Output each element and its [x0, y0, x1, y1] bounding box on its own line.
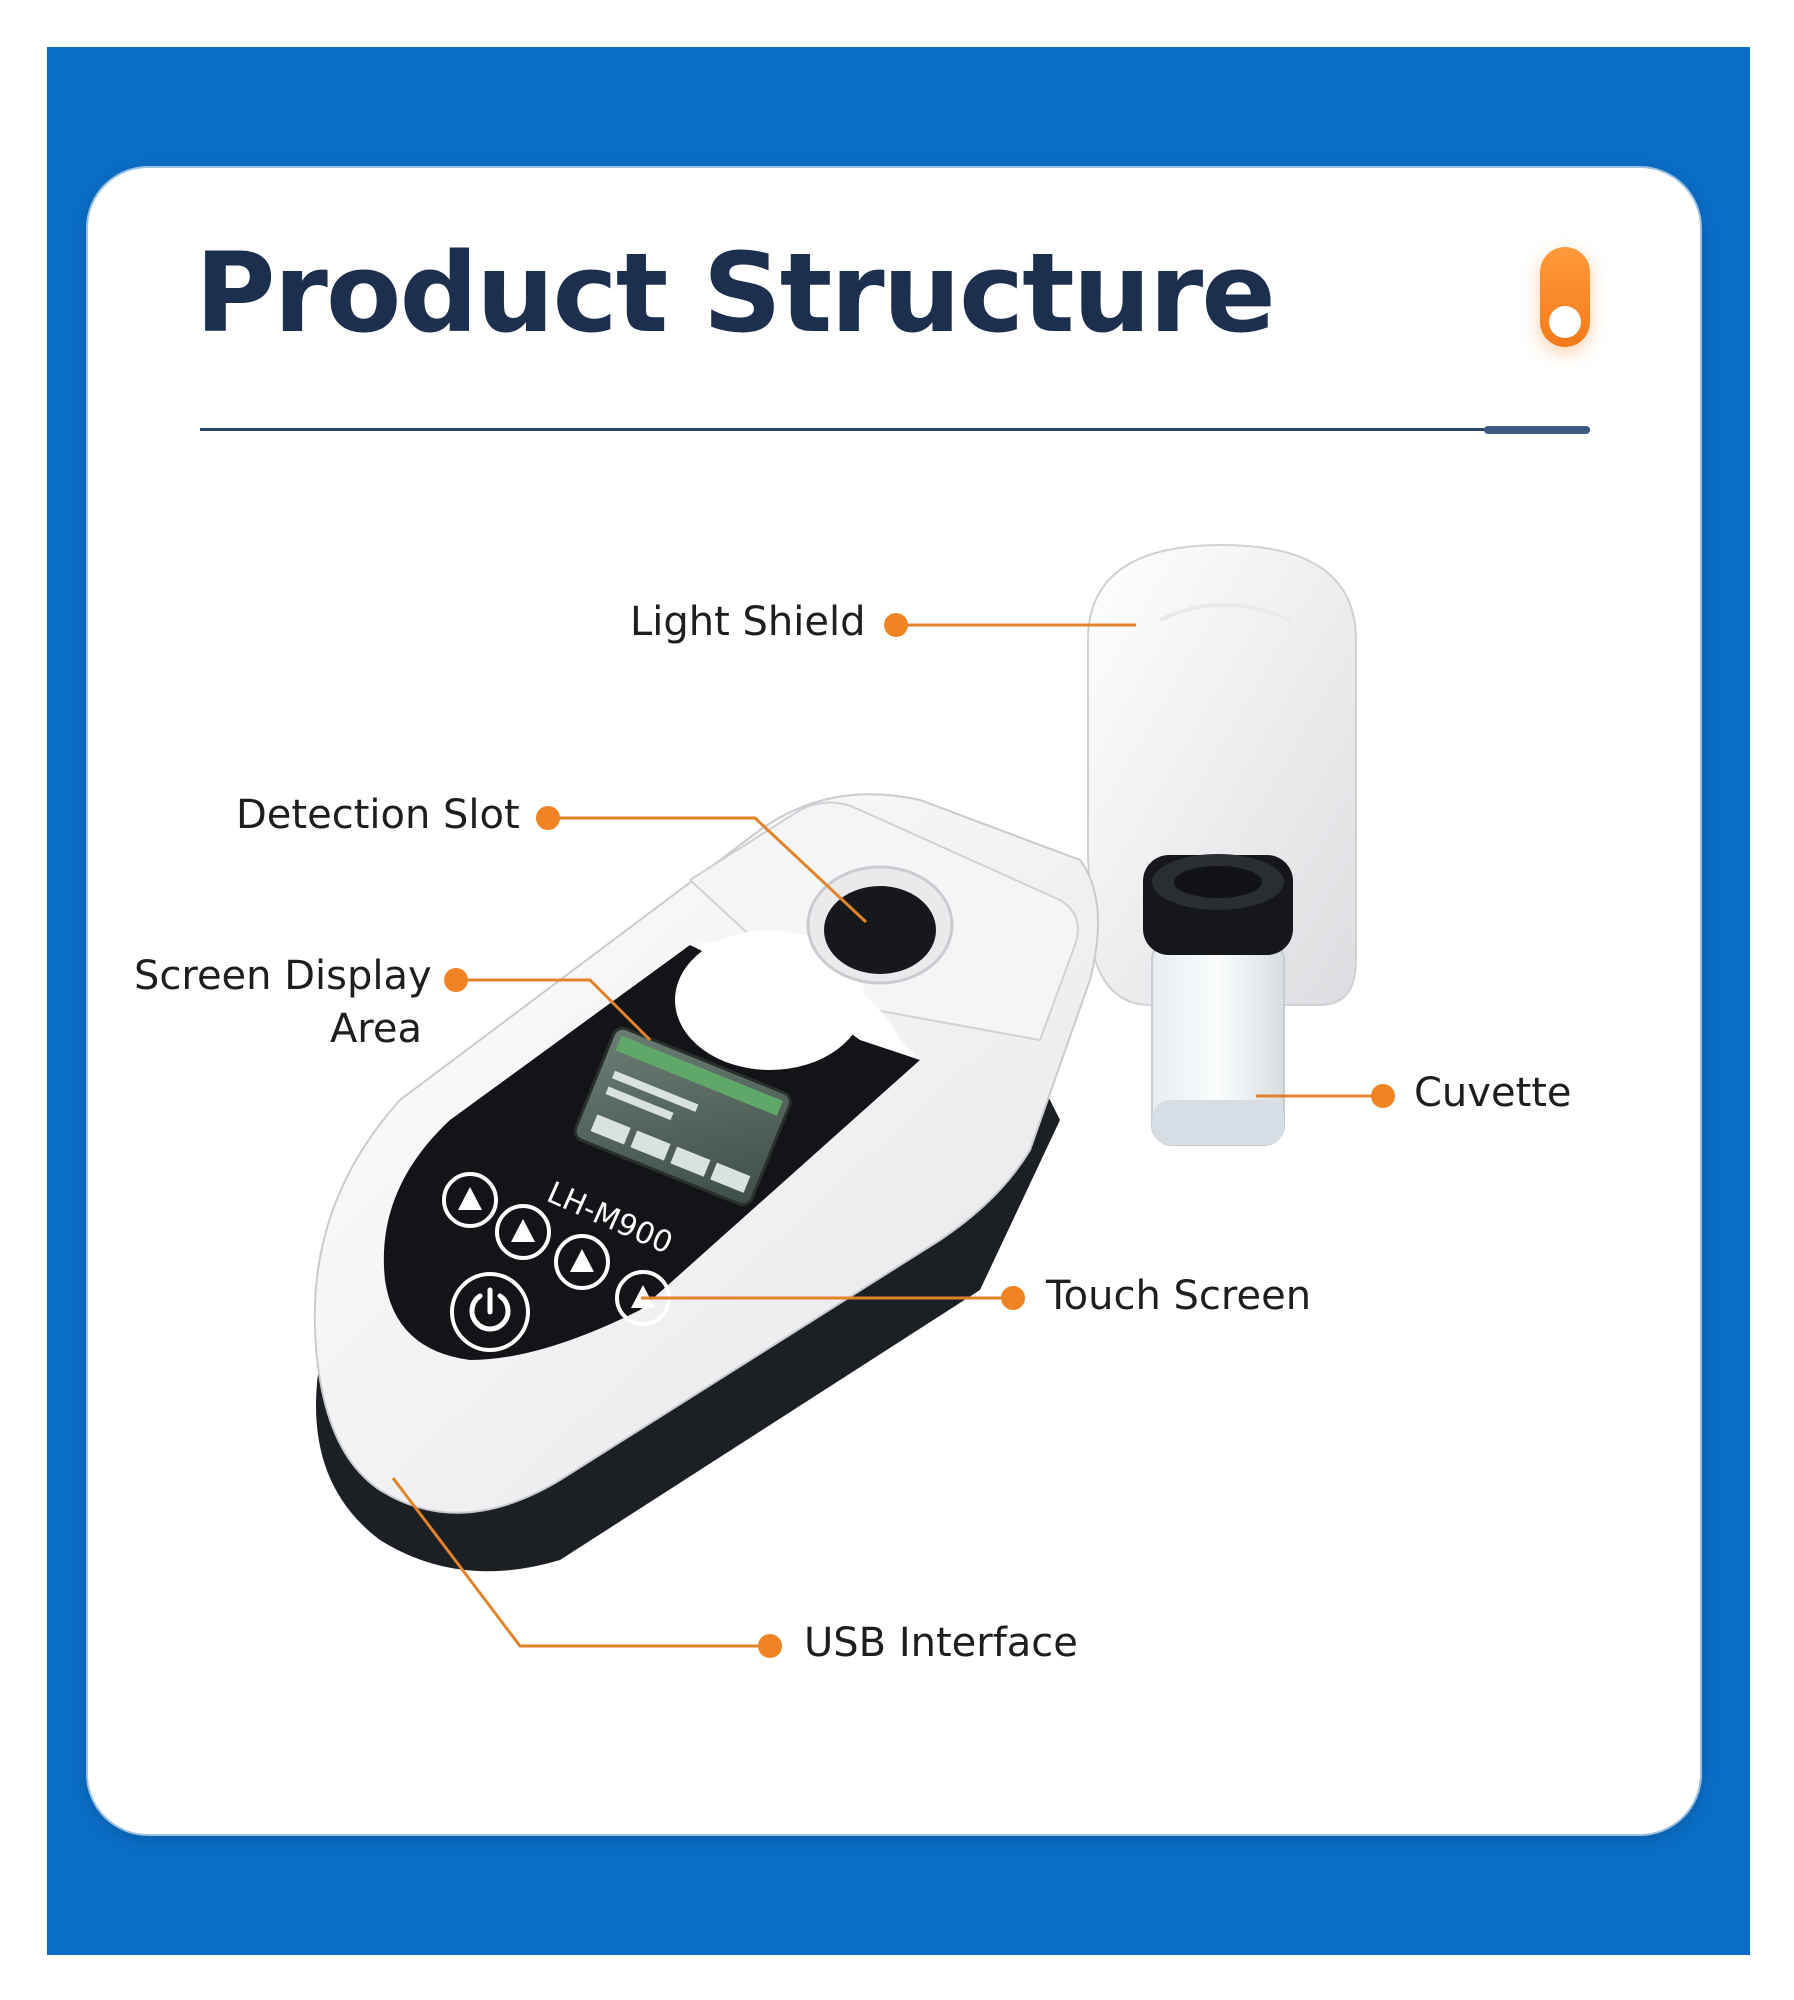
callout-usb-interface: USB Interface — [804, 1620, 1078, 1666]
title-divider — [200, 428, 1590, 431]
callout-detection-slot: Detection Slot — [236, 792, 520, 838]
callout-cuvette: Cuvette — [1414, 1070, 1572, 1116]
callout-screen-display-line2: Area — [329, 1006, 422, 1052]
toggle-switch-icon — [1540, 247, 1590, 347]
toggle-knob — [1549, 306, 1581, 338]
page-title: Product Structure — [195, 229, 1276, 357]
callout-touch-screen: Touch Screen — [1046, 1273, 1312, 1319]
callout-screen-display-line1: Screen Display — [134, 953, 432, 999]
title-divider-accent — [1484, 426, 1590, 434]
spectrophotometer-device: LH-M900 — [313, 793, 1099, 1572]
cuvette — [1143, 854, 1293, 1146]
callout-light-shield: Light Shield — [630, 599, 866, 645]
power-icon — [469, 1287, 511, 1332]
